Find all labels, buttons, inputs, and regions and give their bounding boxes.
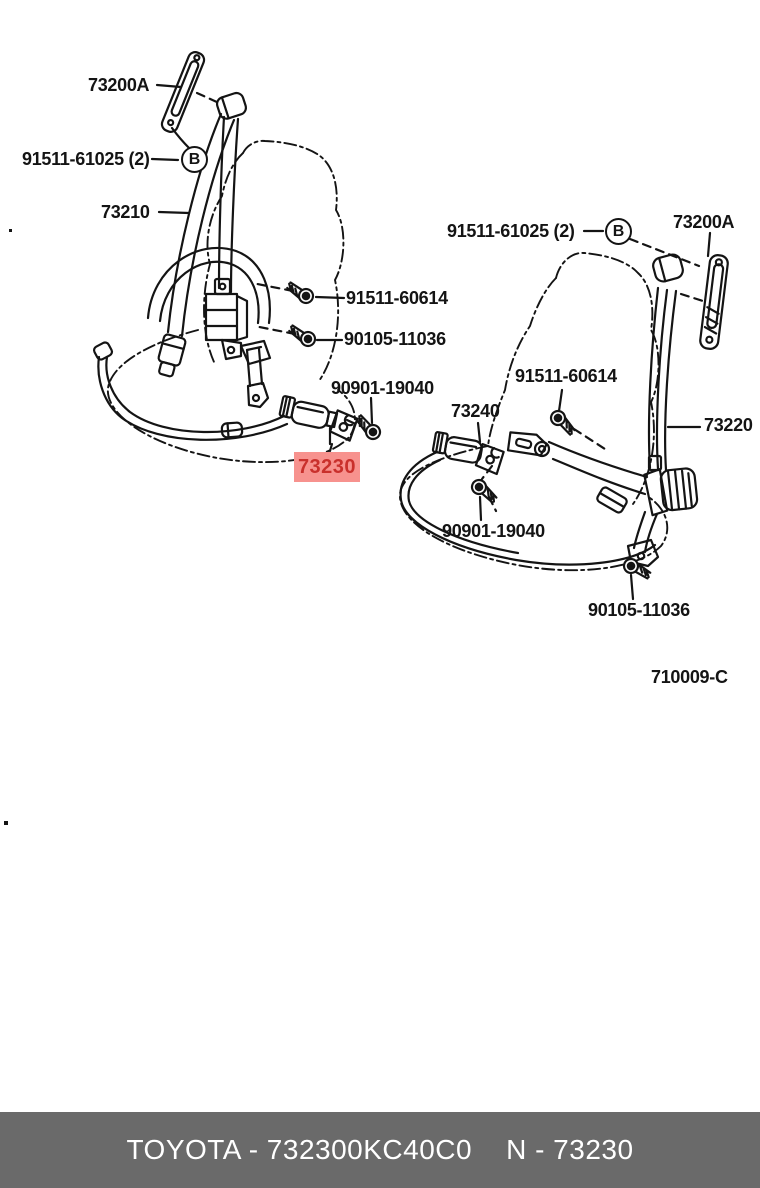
footer-part-number: N - 73230 (506, 1134, 634, 1165)
callout-lower-bolt-left[interactable]: 90105-11036 (344, 329, 446, 349)
callout-buckle-right[interactable]: 73240 (451, 401, 500, 421)
callout-lower-bolt-right[interactable]: 90105-11036 (588, 600, 690, 620)
bolt-symbol-badge-right: B (605, 218, 632, 245)
stray-dot (4, 821, 8, 825)
callout-upper-bolt-right[interactable]: 91511-60614 (515, 366, 617, 386)
callout-anchor-bolts-right[interactable]: 91511-61025 (2) (447, 221, 575, 241)
diagram-code: 710009-C (651, 667, 728, 687)
bolt-symbol-badge-left: B (181, 146, 208, 173)
callout-anchor-bolt-right[interactable]: 90901-19040 (442, 521, 545, 541)
stray-dot (9, 229, 12, 232)
callout-inner-belt-right[interactable]: 73220 (704, 415, 753, 435)
footer-catalog-number: TOYOTA - 732300KC40C0 (126, 1134, 473, 1165)
callout-anchor-bolt-left[interactable]: 90901-19040 (331, 378, 434, 398)
callout-upper-bolt-left[interactable]: 91511-60614 (346, 288, 448, 308)
callout-sash-guide-left[interactable]: 73200A (88, 75, 150, 95)
callout-anchor-bolts-left[interactable]: 91511-61025 (2) (22, 149, 150, 169)
callout-sash-guide-right[interactable]: 73200A (673, 212, 735, 232)
highlighted-part-73230[interactable]: 73230 (294, 452, 360, 482)
footer-bar: TOYOTA - 732300KC40C0 N - 73230 (0, 1112, 760, 1188)
callout-outer-belt-left[interactable]: 73210 (101, 202, 150, 222)
